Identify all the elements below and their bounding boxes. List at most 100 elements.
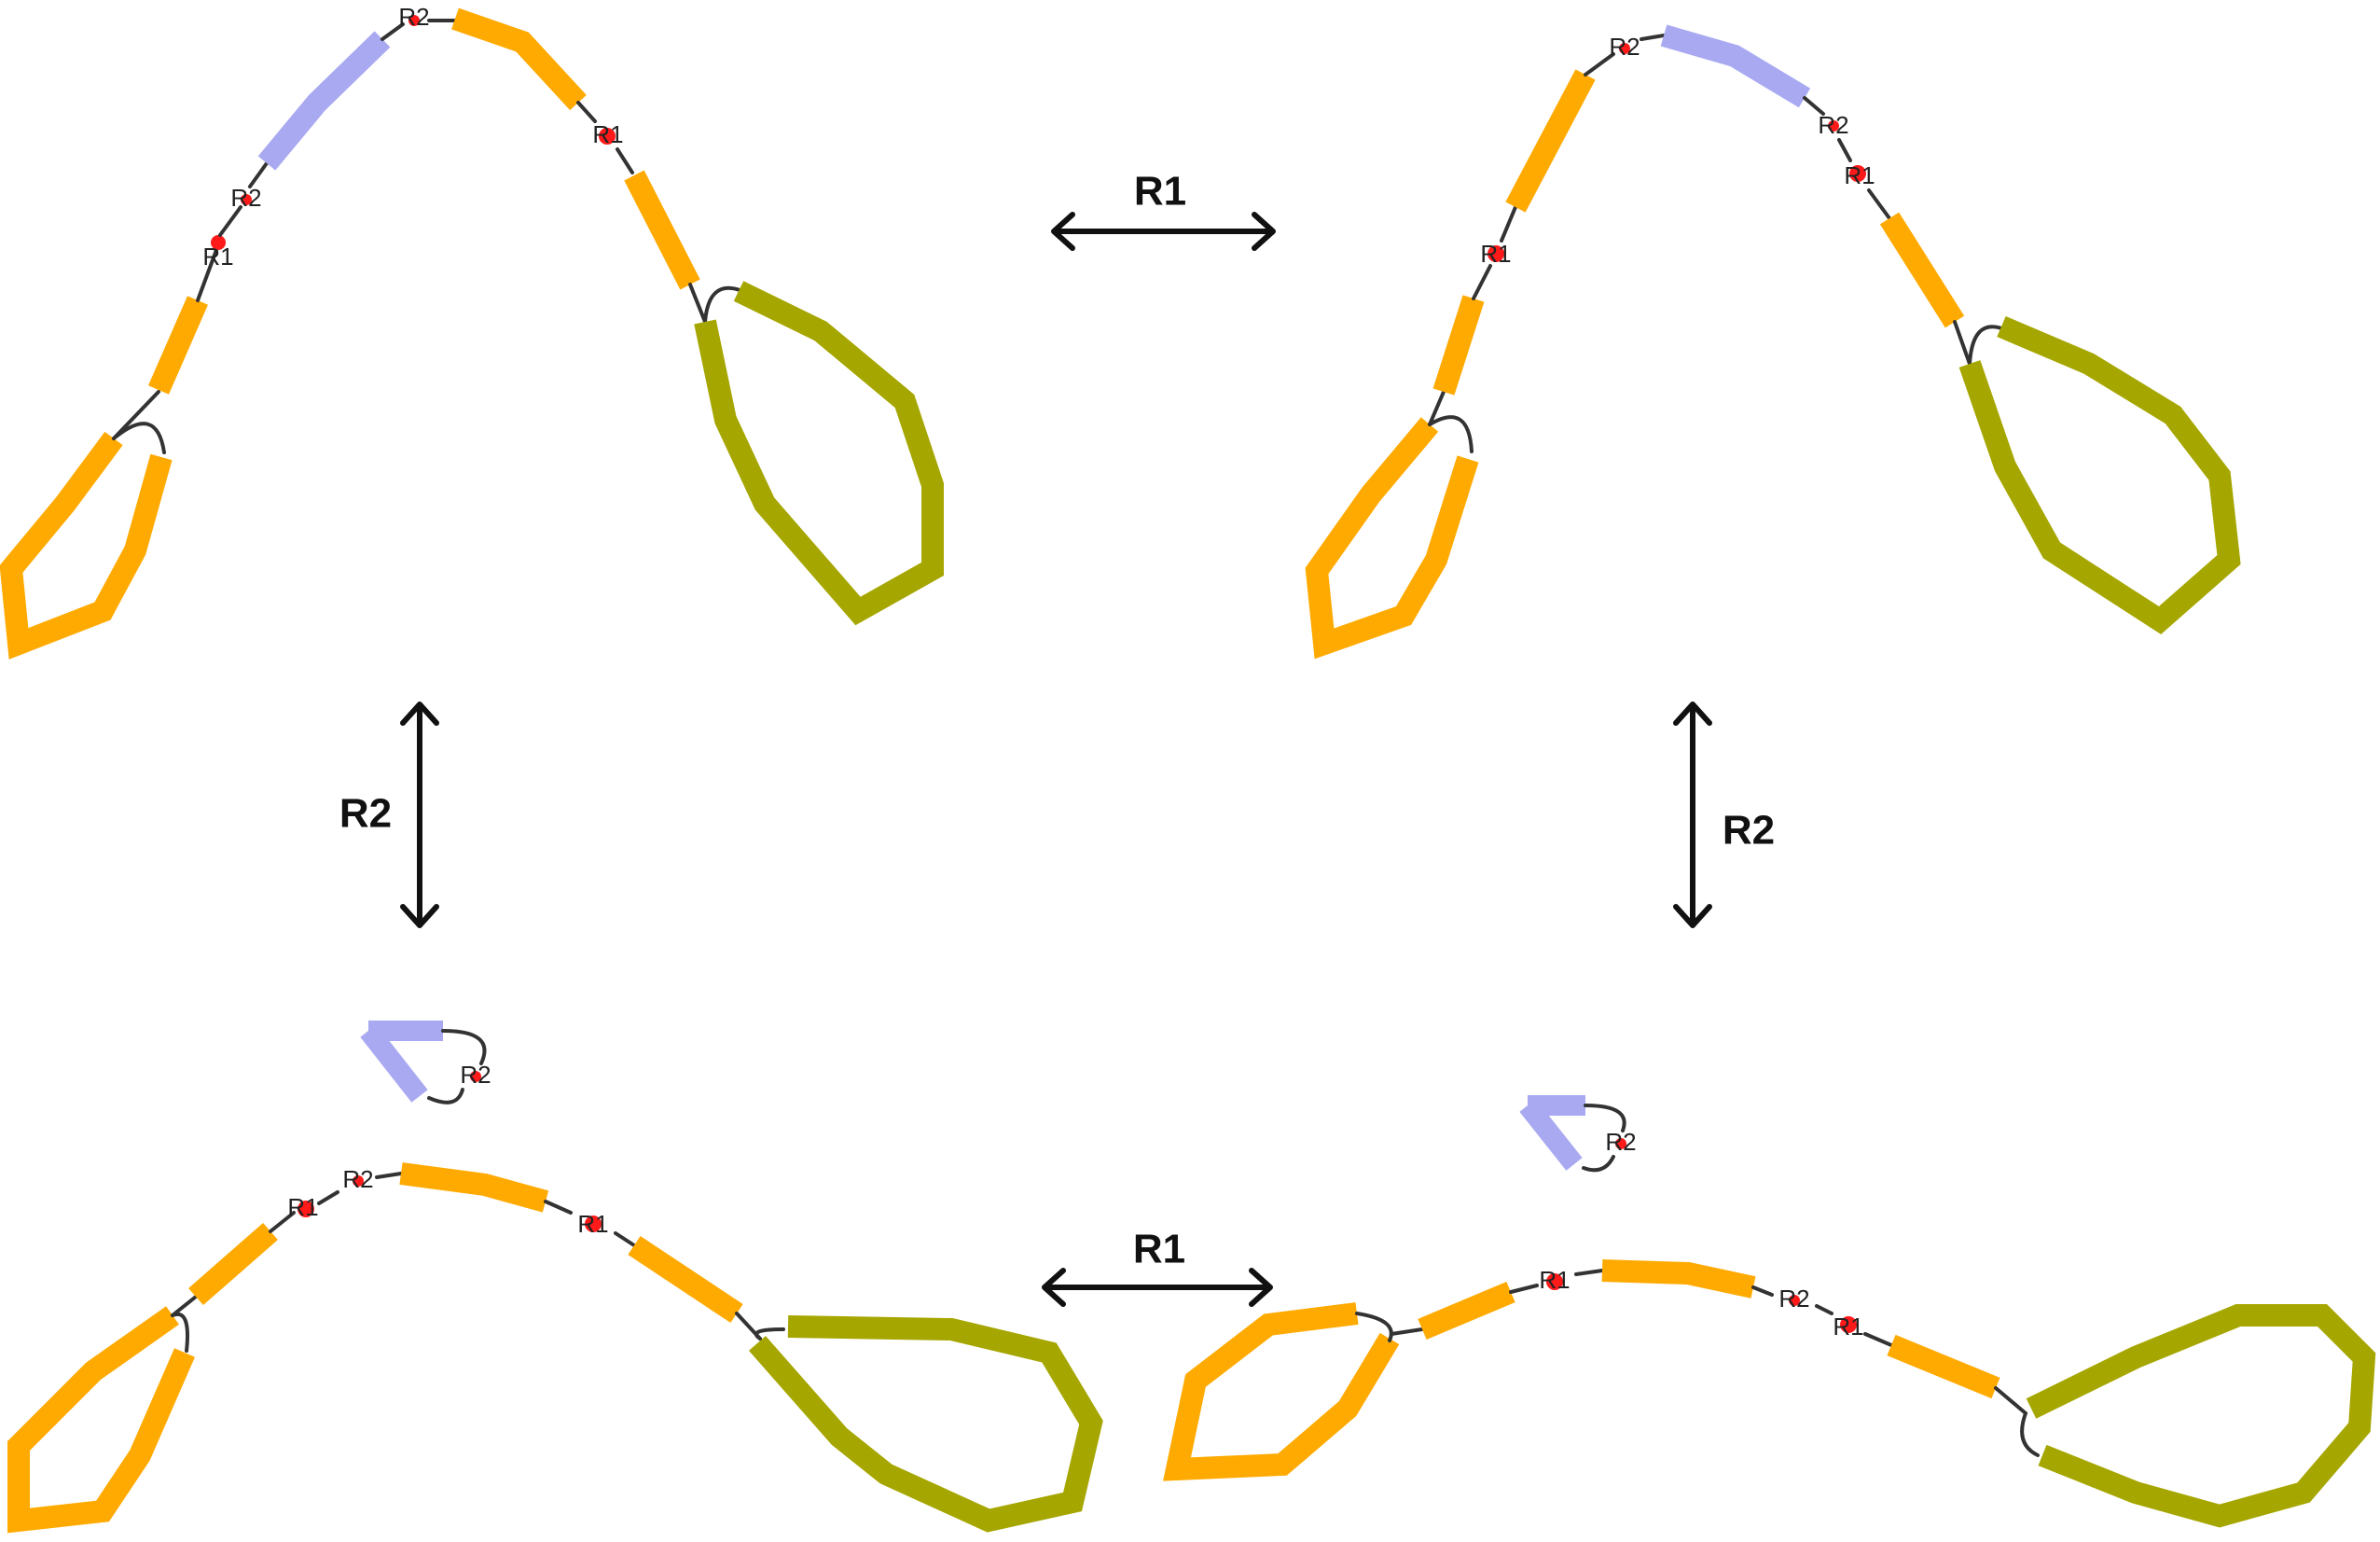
transition-label: R1	[1133, 1227, 1185, 1272]
lavender-segment	[360, 1021, 443, 1103]
olive-loop-right	[694, 281, 944, 626]
linker	[1867, 188, 1891, 220]
linker	[441, 1029, 487, 1065]
linker	[1837, 138, 1852, 162]
site-marker	[353, 1175, 364, 1187]
orange-segment	[628, 1236, 743, 1323]
olive-loop-right	[1958, 315, 2241, 635]
site-r2: R2	[1605, 1128, 1636, 1156]
config-top-right: R1 R2 R2 R1	[1305, 24, 2241, 660]
orange-segment	[188, 1222, 278, 1306]
lavender-segment	[257, 31, 391, 171]
loop-junction	[2020, 1411, 2040, 1457]
linker	[544, 1200, 573, 1215]
linker	[317, 1190, 339, 1205]
excised-circle: R2	[1519, 1095, 1637, 1173]
config-top-left: R1 R2 R2 R1	[0, 3, 944, 660]
linker	[1509, 1284, 1539, 1294]
site-marker	[298, 1201, 314, 1217]
site-label: R2	[460, 1061, 491, 1089]
site-marker	[1615, 1138, 1626, 1149]
orange-loop-left	[1305, 417, 1479, 660]
site-marker	[1849, 165, 1866, 182]
linker	[1428, 390, 1446, 426]
linker	[1863, 1332, 1893, 1347]
double-arrow-icon	[400, 702, 439, 928]
linker	[614, 1231, 636, 1247]
orange-segment	[624, 170, 700, 290]
linker	[112, 390, 160, 440]
olive-loop-right	[748, 1315, 1103, 1533]
linker	[381, 22, 405, 41]
site-marker	[1488, 245, 1504, 262]
double-arrow-icon	[1051, 212, 1276, 251]
linker	[1584, 1104, 1626, 1132]
site-r1: R1	[592, 120, 623, 148]
site-marker	[1619, 43, 1630, 54]
linker	[576, 101, 597, 123]
site-marker	[585, 1216, 602, 1232]
site-label: R2	[230, 184, 261, 212]
site-marker	[1789, 1295, 1800, 1306]
config-bottom-right: R2 R1 R2 R1	[1163, 1095, 2376, 1528]
site-label: R1	[592, 120, 623, 148]
site-label: R2	[1818, 111, 1848, 139]
orange-segment	[399, 1162, 549, 1213]
linker	[427, 1088, 464, 1104]
arrow-right-vertical: R2	[1673, 702, 1775, 928]
site-label: R2	[1778, 1285, 1809, 1313]
site-r2: R2	[1609, 33, 1640, 61]
linker	[269, 1211, 296, 1233]
site-r2: R2	[398, 3, 429, 31]
orange-segment	[1887, 1334, 2000, 1399]
site-marker	[1840, 1316, 1857, 1333]
linker	[1390, 1327, 1424, 1336]
orange-segment	[1879, 212, 1965, 328]
orange-segment	[1601, 1259, 1756, 1299]
site-r1: R1	[202, 235, 234, 271]
site-label: R1	[577, 1210, 608, 1238]
loop-junction	[1428, 415, 1474, 453]
site-r1: R1	[577, 1210, 608, 1238]
site-marker	[599, 128, 616, 145]
linker	[375, 1172, 403, 1179]
site-label: R2	[1609, 33, 1640, 61]
loop-junction	[1968, 325, 2003, 366]
site-r1: R1	[1833, 1313, 1863, 1341]
site-r1: R1	[1539, 1266, 1570, 1294]
double-arrow-icon	[1042, 1268, 1273, 1307]
linker	[1815, 1304, 1833, 1315]
orange-segment	[1505, 69, 1596, 213]
site-label: R1	[1539, 1266, 1570, 1294]
olive-loop-right	[2026, 1304, 2376, 1528]
linker	[1751, 1285, 1774, 1297]
linker	[616, 147, 634, 174]
linker	[218, 205, 242, 237]
linker	[1953, 320, 1972, 366]
loop-junction	[754, 1327, 785, 1341]
linker	[196, 248, 218, 302]
site-r2: R2	[342, 1165, 373, 1193]
linker	[1582, 1155, 1615, 1173]
site-label: R1	[287, 1193, 318, 1221]
excised-circle: R2	[360, 1021, 491, 1104]
site-r1: R1	[1844, 161, 1875, 189]
lavender-segment	[1660, 24, 1811, 108]
site-r2: R2	[230, 184, 261, 212]
site-marker	[211, 235, 226, 250]
site-marker	[241, 194, 252, 205]
site-r1: R1	[1480, 240, 1511, 268]
linker	[1640, 34, 1666, 41]
site-r1: R1	[287, 1193, 318, 1221]
site-label: R2	[398, 3, 429, 31]
linker	[1500, 205, 1517, 243]
linker	[1584, 52, 1615, 76]
arrow-left-vertical: R2	[339, 702, 439, 928]
orange-segment	[451, 7, 587, 111]
site-label: R1	[1844, 161, 1875, 189]
site-label: R1	[202, 243, 233, 271]
arrow-top-horizontal: R1	[1051, 169, 1276, 251]
linker	[688, 283, 707, 324]
site-marker	[1546, 1273, 1563, 1290]
